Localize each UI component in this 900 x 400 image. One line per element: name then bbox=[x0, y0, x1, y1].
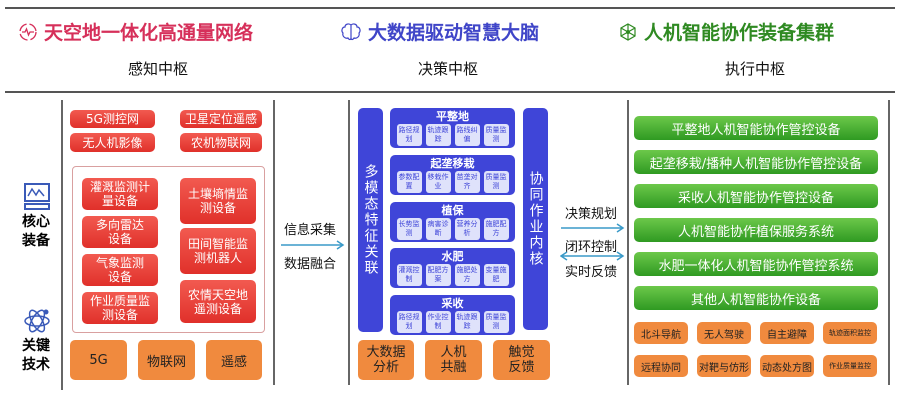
function-cell: 质量监测 bbox=[483, 124, 509, 146]
subtitle-perception: 感知中枢 bbox=[128, 60, 189, 78]
function-cell: 配肥方案 bbox=[425, 264, 451, 287]
function-cell: 灌溉控制 bbox=[396, 264, 422, 287]
function-cell: 变量施肥 bbox=[483, 264, 509, 287]
device-box: 气象监测设备 bbox=[82, 254, 158, 286]
device-box: 灌溉监测计量设备 bbox=[82, 178, 158, 210]
brain-icon bbox=[341, 22, 361, 40]
device-box: 农情天空地遥测设备 bbox=[180, 280, 256, 323]
row-label-key: 关键技术 bbox=[22, 338, 50, 373]
tech-box: 北斗导航 bbox=[634, 322, 688, 344]
function-cell: 路径规划 bbox=[396, 311, 422, 334]
network-box: 农机物联网 bbox=[180, 133, 262, 152]
right-arrow-icon bbox=[281, 240, 345, 250]
function-cell: 营养分析 bbox=[454, 217, 480, 240]
function-cell: 轨迹跟踪 bbox=[454, 311, 480, 334]
function-cell: 长势监测 bbox=[396, 217, 422, 240]
equipment-bar: 采收人机智能协作管控设备 bbox=[634, 184, 878, 208]
device-box: 作业质量监测设备 bbox=[82, 292, 158, 324]
collab-kernel-bar: 协同作业内核 bbox=[523, 108, 548, 330]
device-group bbox=[72, 166, 265, 333]
tech-box: 远程协同 bbox=[634, 355, 688, 377]
decision-group: 起垄移栽参数配置移栽作业苗垄对齐质量监测 bbox=[390, 154, 515, 195]
arrow-label: 决策规划 bbox=[565, 207, 618, 222]
pulse-circle-icon bbox=[19, 22, 37, 41]
monitor-icon bbox=[24, 183, 50, 210]
arrow-label: 闭环控制 bbox=[565, 240, 618, 255]
divider bbox=[627, 100, 629, 385]
bidirectional-arrow-icon bbox=[560, 251, 625, 261]
device-box: 田间智能监测机器人 bbox=[180, 228, 256, 274]
group-title: 植保 bbox=[441, 203, 464, 217]
function-cell: 移栽作业 bbox=[425, 170, 451, 193]
tech-box: 对靶与仿形 bbox=[697, 355, 751, 377]
header-title: 人机智能协作装备集群 bbox=[644, 22, 835, 44]
header-perception: 天空地一体化高通量网络 bbox=[18, 18, 253, 45]
function-cell: 施肥配方 bbox=[483, 217, 509, 240]
function-cell: 施肥处方 bbox=[454, 264, 480, 287]
divider bbox=[348, 100, 350, 385]
equipment-bar: 平整地人机智能协作管控设备 bbox=[634, 116, 878, 140]
arrow-label: 信息采集 bbox=[284, 223, 337, 238]
header-divider bbox=[5, 91, 895, 93]
cube-network-icon bbox=[620, 22, 636, 41]
tech-box: 大数据分析 bbox=[358, 340, 414, 380]
network-box: 卫星定位遥感 bbox=[180, 110, 262, 128]
tech-box: 5G bbox=[70, 340, 127, 380]
tech-box: 遥感 bbox=[206, 340, 262, 380]
tech-box: 自主避障 bbox=[760, 322, 814, 344]
group-title: 起垄移栽 bbox=[430, 156, 475, 170]
tech-box: 无人驾驶 bbox=[697, 322, 751, 344]
header-title: 天空地一体化高通量网络 bbox=[44, 22, 254, 44]
function-cell: 质量监测 bbox=[483, 311, 509, 334]
tech-box: 动态处方图 bbox=[760, 355, 814, 377]
equipment-bar: 起垄移栽/播种人机智能协作管控设备 bbox=[634, 150, 878, 174]
tech-box: 作业质量监控 bbox=[823, 355, 877, 377]
tech-box: 物联网 bbox=[138, 340, 195, 380]
function-cell: 病害诊断 bbox=[425, 217, 451, 240]
function-cell: 作业控制 bbox=[425, 311, 451, 334]
decision-group: 平整地路径规划轨迹跟踪路线纠偏质量监测 bbox=[390, 108, 515, 148]
function-cell: 路径规划 bbox=[396, 124, 422, 146]
equipment-bar: 水肥一体化人机智能协作管控系统 bbox=[634, 252, 878, 276]
equipment-bar: 其他人机智能协作设备 bbox=[634, 286, 878, 310]
function-cell: 路线纠偏 bbox=[454, 124, 480, 146]
tech-box: 人机共融 bbox=[425, 340, 482, 380]
device-box: 土壤墒情监测设备 bbox=[180, 178, 256, 224]
equipment-bar: 人机智能协作植保服务系统 bbox=[634, 218, 878, 242]
divider bbox=[888, 100, 890, 385]
group-title: 水肥 bbox=[441, 250, 464, 264]
tech-box: 轨迹面积监控 bbox=[823, 322, 877, 344]
top-divider bbox=[5, 7, 895, 9]
right-arrow-icon bbox=[561, 223, 625, 233]
header-title: 大数据驱动智慧大脑 bbox=[368, 22, 540, 44]
decision-group: 采收路径规划作业控制轨迹跟踪质量监测 bbox=[390, 295, 515, 336]
function-cell: 苗垄对齐 bbox=[454, 170, 480, 193]
row-label-core: 核心装备 bbox=[22, 214, 50, 249]
subtitle-execution: 执行中枢 bbox=[725, 60, 786, 78]
network-box: 无人机影像 bbox=[70, 133, 155, 152]
function-cell: 轨迹跟踪 bbox=[425, 124, 451, 146]
function-cell: 参数配置 bbox=[396, 170, 422, 193]
header-execution: 人机智能协作装备集群 bbox=[618, 18, 834, 45]
arrow-label: 实时反馈 bbox=[565, 265, 618, 280]
function-cell: 质量监测 bbox=[483, 170, 509, 193]
device-box: 多向雷达设备 bbox=[82, 216, 158, 248]
group-title: 平整地 bbox=[436, 110, 469, 123]
subtitle-decision: 决策中枢 bbox=[418, 60, 479, 78]
header-decision: 大数据驱动智慧大脑 bbox=[340, 18, 539, 45]
decision-group: 植保长势监测病害诊断营养分析施肥配方 bbox=[390, 201, 515, 242]
network-box: 5G测控网 bbox=[70, 110, 155, 128]
arrow-label: 数据融合 bbox=[284, 257, 337, 272]
feature-fusion-bar: 多模态特征关联 bbox=[358, 108, 383, 332]
divider bbox=[273, 100, 275, 385]
group-title: 采收 bbox=[441, 297, 464, 311]
decision-group: 水肥灌溉控制配肥方案施肥处方变量施肥 bbox=[390, 248, 515, 289]
tech-box: 触觉反馈 bbox=[493, 340, 550, 380]
divider bbox=[61, 100, 63, 390]
atom-icon bbox=[24, 309, 50, 333]
